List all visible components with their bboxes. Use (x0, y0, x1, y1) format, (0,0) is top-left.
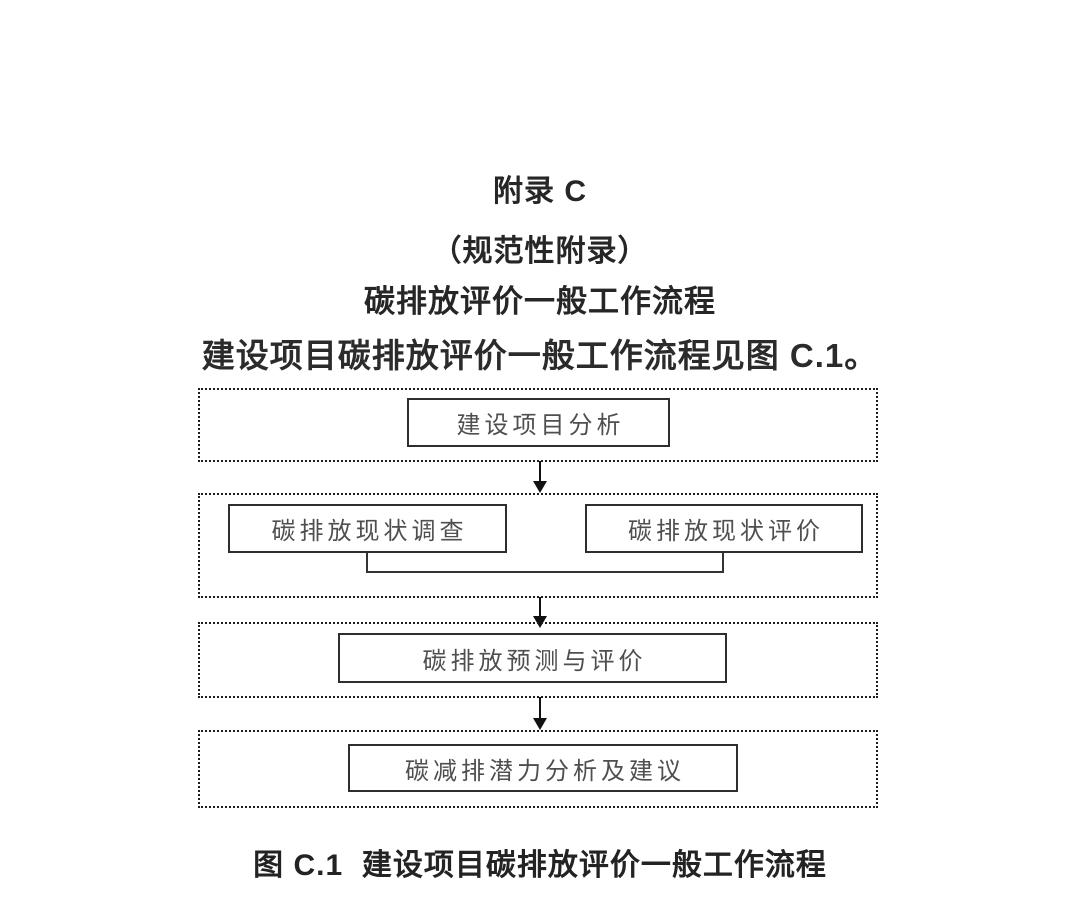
appendix-title: 附录 C (493, 175, 587, 208)
flow-box-reduction-potential: 碳减排潜力分析及建议 (348, 744, 738, 792)
figure-caption: 图 C.1 建设项目碳排放评价一般工作流程 (253, 849, 827, 882)
arrow-head (533, 718, 547, 730)
intro-text: 建设项目碳排放评价一般工作流程见图 C.1。 (201, 337, 879, 374)
appendix-type-heading: （规范性附录） (431, 235, 649, 268)
flow-box-prediction-evaluation: 碳排放预测与评价 (338, 633, 727, 683)
arrow-down-icon (533, 461, 547, 493)
appendix-subject-heading: 碳排放评价一般工作流程 (364, 284, 716, 319)
connector-line-right (722, 553, 724, 573)
connector-line-left (366, 553, 368, 573)
arrow-down-icon (533, 697, 547, 730)
flow-box-project-analysis: 建设项目分析 (407, 398, 670, 447)
arrow-shaft (539, 697, 541, 718)
flow-box-status-survey: 碳排放现状调查 (228, 504, 507, 553)
flow-stage-2-container: 碳排放现状调查 碳排放现状评价 (198, 493, 878, 598)
flow-stage-3-container: 碳排放预测与评价 (198, 622, 878, 698)
flow-box-status-evaluation: 碳排放现状评价 (585, 504, 863, 553)
flow-stage-1-container: 建设项目分析 (198, 388, 878, 462)
arrow-head (533, 481, 547, 493)
arrow-shaft (539, 597, 541, 616)
arrow-shaft (539, 461, 541, 481)
connector-line-horizontal (366, 571, 724, 573)
flow-stage-4-container: 碳减排潜力分析及建议 (198, 730, 878, 808)
